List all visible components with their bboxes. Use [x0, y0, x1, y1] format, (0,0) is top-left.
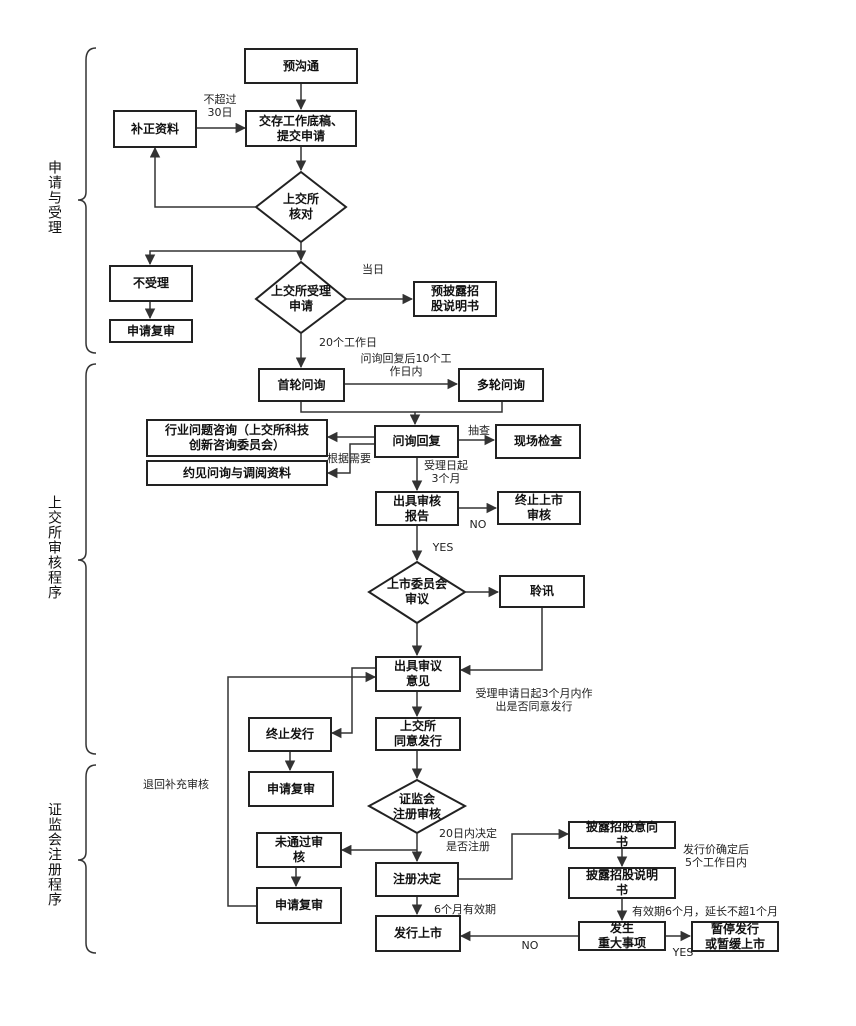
arrow-verify-to-supplement: [149, 146, 256, 208]
label-yes-1: YES: [432, 541, 454, 554]
node-suspend[interactable]: 暂停发行 或暂缓上市: [691, 921, 779, 952]
node-major-event[interactable]: 发生 重大事项: [578, 921, 666, 951]
label-no-2: NO: [521, 939, 539, 952]
node-industry-consult[interactable]: 行业问题咨询（上交所科技 创新咨询委员会）: [146, 419, 328, 457]
node-apply-review-2[interactable]: 申请复审: [248, 771, 334, 807]
label-return-supplement: 退回补充审核: [143, 778, 209, 791]
arrow-opinion-to-terminate-issue: [330, 667, 375, 739]
label-yes-2: YES: [672, 946, 694, 959]
label-reply-10-days: 问询回复后10个工 作日内: [360, 352, 452, 378]
node-registration-decision[interactable]: 注册决定: [375, 862, 459, 897]
node-submit-application[interactable]: 交存工作底稿、 提交申请: [245, 110, 357, 147]
label-same-day: 当日: [362, 263, 384, 276]
node-hearing[interactable]: 聆讯: [499, 575, 585, 608]
node-pre-communication[interactable]: 预沟通: [244, 48, 358, 84]
node-site-check[interactable]: 现场检查: [495, 424, 581, 459]
arrow-hearing-to-opinion: [459, 608, 543, 676]
arrow-return-supplement: [227, 671, 377, 907]
section-bracket-3: [77, 764, 97, 954]
label-three-months-decision: 受理申请日起3个月内作 出是否同意发行: [475, 687, 593, 713]
node-multi-inquiry[interactable]: 多轮问询: [458, 368, 544, 402]
node-pre-disclosure[interactable]: 预披露招 股说明书: [413, 281, 497, 317]
label-spot-check: 抽查: [468, 424, 490, 437]
label-as-needed: 根据需要: [327, 452, 371, 465]
label-within-30-days: 不超过 30日: [203, 93, 237, 119]
label-no-1: NO: [469, 518, 487, 531]
node-sse-agree[interactable]: 上交所 同意发行: [375, 717, 461, 751]
label-price-5-days: 发行价确定后 5个工作日内: [683, 843, 749, 869]
section-bracket-2: [77, 363, 97, 755]
node-apply-review-3[interactable]: 申请复审: [256, 887, 342, 924]
section-label-csrc-registration: 证监会注册程序: [46, 802, 62, 907]
section-label-application: 申请与受理: [46, 160, 62, 235]
label-twenty-work-days: 20个工作日: [319, 336, 377, 349]
node-terminate-issue[interactable]: 终止发行: [248, 717, 332, 752]
node-disclose-prospectus[interactable]: 披露招股说明 书: [568, 867, 676, 899]
node-inquiry-reply[interactable]: 问询回复: [374, 425, 459, 458]
arrow-to-not-accept: [144, 250, 301, 266]
node-issue-listing[interactable]: 发行上市: [375, 915, 461, 952]
arrow-reply-to-interview: [326, 443, 374, 479]
node-disclose-intent[interactable]: 披露招股意向 书: [568, 820, 676, 849]
line-inquiry-merge: [300, 402, 503, 413]
node-review-report[interactable]: 出具审核 报告: [375, 491, 459, 526]
node-sse-accept-text[interactable]: 上交所受理 申请: [270, 284, 331, 313]
section-label-sse-review: 上交所审核程序: [46, 495, 62, 600]
section-bracket-1: [77, 47, 97, 354]
node-review-opinion[interactable]: 出具审议 意见: [375, 656, 461, 692]
node-interview[interactable]: 约见问询与调阅资料: [146, 460, 328, 486]
label-valid-extend: 有效期6个月，延长不超1个月: [632, 905, 778, 918]
node-first-inquiry[interactable]: 首轮问询: [258, 368, 345, 402]
node-terminate-review[interactable]: 终止上市 审核: [497, 491, 581, 525]
node-apply-review-1[interactable]: 申请复审: [109, 319, 193, 343]
label-twenty-days-decide: 20日内决定 是否注册: [439, 827, 497, 853]
node-listing-committee-text[interactable]: 上市委员会 审议: [386, 577, 447, 606]
node-supplement-materials[interactable]: 补正资料: [113, 110, 197, 148]
label-six-months-valid: 6个月有效期: [434, 903, 496, 916]
node-sse-verify-text[interactable]: 上交所 核对: [282, 192, 319, 221]
node-not-passed[interactable]: 未通过审 核: [256, 832, 342, 868]
arrow-registration-to-intent: [459, 828, 570, 880]
node-not-accept[interactable]: 不受理: [109, 265, 193, 302]
node-csrc-review-text[interactable]: 证监会 注册审核: [392, 792, 441, 821]
label-three-months: 受理日起 3个月: [424, 459, 468, 485]
